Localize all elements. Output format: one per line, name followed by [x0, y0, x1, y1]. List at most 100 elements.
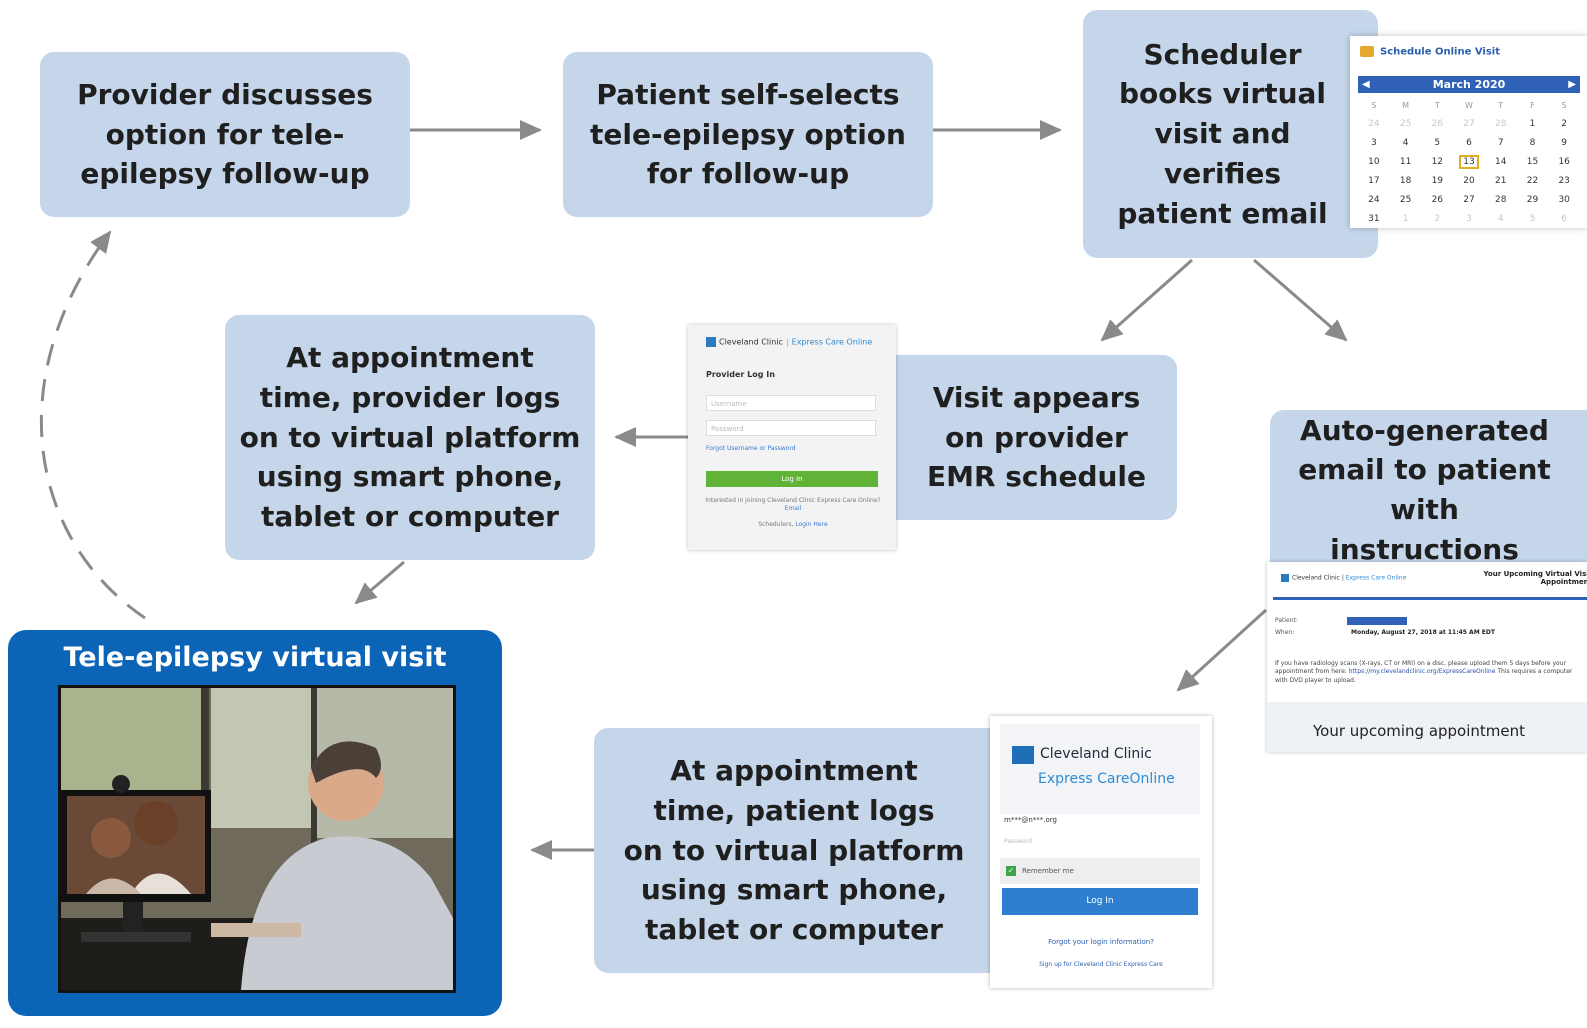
calendar-day[interactable]: 26: [1421, 191, 1453, 210]
calendar-day[interactable]: 6: [1453, 134, 1485, 153]
step-text-line: At appointment: [286, 341, 534, 375]
calendar-weekday: W: [1465, 101, 1473, 110]
calendar-day[interactable]: 28: [1485, 191, 1517, 210]
calendar-day[interactable]: 9: [1548, 134, 1580, 153]
calendar-day[interactable]: 20: [1453, 172, 1485, 191]
calendar-day-number: 23: [1558, 176, 1570, 186]
calendar-day[interactable]: 12: [1421, 153, 1453, 172]
calendar-day[interactable]: 22: [1517, 172, 1549, 191]
calendar-day[interactable]: 5: [1421, 134, 1453, 153]
calendar-day-number: 3: [1370, 138, 1377, 148]
calendar-day[interactable]: 24: [1358, 191, 1390, 210]
login-button[interactable]: Log In: [1002, 888, 1198, 915]
calendar-day[interactable]: 5: [1517, 210, 1549, 229]
email-brand-sub: Express Care Online: [1345, 574, 1407, 582]
appointment-email: Cleveland Clinic | Express Care Online Y…: [1267, 562, 1587, 752]
calendar-day-number: 24: [1368, 195, 1380, 205]
password-field[interactable]: Password: [1004, 838, 1033, 845]
chevron-left-icon[interactable]: ◀: [1362, 79, 1370, 90]
step-provider-logs-on: At appointment time, provider logs on to…: [225, 315, 595, 560]
username-field[interactable]: Username: [706, 395, 876, 411]
calendar-day-number: 1: [1529, 119, 1536, 129]
checkbox-checked-icon[interactable]: ✓: [1006, 866, 1016, 876]
username-field[interactable]: m***@n***.org: [1004, 816, 1057, 824]
calendar-day-number: 15: [1526, 157, 1539, 167]
calendar-day-selected[interactable]: 13: [1453, 153, 1485, 172]
forgot-link[interactable]: Forgot Username or Password: [706, 445, 796, 452]
calendar-day-number: 6: [1561, 214, 1568, 224]
calendar-day[interactable]: 27: [1453, 115, 1485, 134]
forgot-link[interactable]: Forgot your login information?: [1048, 938, 1154, 946]
cleveland-clinic-logo-icon: [706, 337, 716, 347]
calendar-day[interactable]: 1: [1390, 210, 1422, 229]
step-text-line: books virtual: [1118, 77, 1327, 111]
schedulers-login-link[interactable]: Login Here: [795, 521, 828, 528]
step-visit-appears: Visit appears on provider EMR schedule: [880, 355, 1177, 520]
calendar-day[interactable]: 24: [1358, 115, 1390, 134]
calendar-day[interactable]: 3: [1453, 210, 1485, 229]
patient-login-panel: Cleveland Clinic Express CareOnline m***…: [990, 716, 1212, 988]
calendar-weekday: S: [1371, 101, 1377, 110]
calendar-day-number: 26: [1431, 119, 1444, 129]
when-label: When:: [1275, 629, 1295, 636]
calendar-day[interactable]: 30: [1548, 191, 1580, 210]
step-text-line: At appointment: [670, 754, 918, 788]
password-field[interactable]: Password: [706, 420, 876, 436]
calendar-day[interactable]: 29: [1517, 191, 1549, 210]
email-footer-text: Your upcoming appointment: [1313, 722, 1526, 740]
provider-login-panel: Cleveland Clinic|Express Care Online Pro…: [688, 325, 896, 550]
calendar-day[interactable]: 19: [1421, 172, 1453, 191]
calendar-day[interactable]: 25: [1390, 191, 1422, 210]
calendar-day[interactable]: 16: [1548, 153, 1580, 172]
calendar-day-number: 6: [1466, 138, 1472, 148]
calendar-day[interactable]: 15: [1517, 153, 1549, 172]
calendar-day-number: 24: [1368, 119, 1380, 129]
calendar-day-number: 25: [1399, 195, 1412, 205]
calendar-day[interactable]: 4: [1485, 210, 1517, 229]
calendar-day[interactable]: 7: [1485, 134, 1517, 153]
calendar-day[interactable]: 23: [1548, 172, 1580, 191]
calendar-day[interactable]: 27: [1453, 191, 1485, 210]
calendar-day[interactable]: 4: [1390, 134, 1422, 153]
join-note: Interested in joining Cleveland Clinic E…: [702, 497, 884, 514]
email-body: If you have radiology scans (X-rays, CT …: [1275, 660, 1575, 685]
calendar-day[interactable]: 10: [1358, 153, 1390, 172]
arrow-provider-to-visit: [354, 560, 405, 605]
calendar-day[interactable]: 1: [1517, 115, 1549, 134]
brand-sub: Express CareOnline: [1038, 771, 1175, 787]
login-button[interactable]: Log In: [706, 471, 878, 487]
signup-link[interactable]: Sign up for Cleveland Clinic Express Car…: [1039, 961, 1163, 968]
visit-title: Tele-epilepsy virtual visit: [63, 642, 447, 673]
calendar-day[interactable]: 11: [1390, 153, 1422, 172]
calendar-day[interactable]: 8: [1517, 134, 1549, 153]
calendar-day-number: 27: [1463, 195, 1475, 205]
step-text-line: time, patient logs: [653, 793, 935, 827]
calendar-day[interactable]: 6: [1548, 210, 1580, 229]
calendar-day[interactable]: 21: [1485, 172, 1517, 191]
calendar-day[interactable]: 18: [1390, 172, 1422, 191]
calendar-day[interactable]: 26: [1421, 115, 1453, 134]
step-text-line: using smart phone,: [640, 873, 948, 907]
calendar-day[interactable]: 28: [1485, 115, 1517, 134]
calendar-day-number: 4: [1402, 138, 1409, 148]
calendar-day[interactable]: 2: [1421, 210, 1453, 229]
calendar-day[interactable]: 31: [1358, 210, 1390, 229]
calendar-day-number: 2: [1434, 214, 1441, 224]
email-link[interactable]: Email: [784, 505, 802, 513]
calendar-day[interactable]: 2: [1548, 115, 1580, 134]
virtual-visit-panel: Tele-epilepsy virtual visit: [8, 630, 502, 1016]
remember-me[interactable]: ✓ Remember me: [1000, 858, 1200, 884]
calendar-icon: [1360, 46, 1374, 57]
chevron-right-icon[interactable]: ▶: [1568, 79, 1576, 90]
calendar-day[interactable]: 25: [1390, 115, 1422, 134]
upload-link[interactable]: https://my.clevelandclinic.org/ExpressCa…: [1348, 668, 1496, 676]
calendar-day[interactable]: 17: [1358, 172, 1390, 191]
calendar-day[interactable]: 14: [1485, 153, 1517, 172]
brand-name: Cleveland Clinic: [719, 337, 783, 347]
step-text-line: on provider: [945, 420, 1128, 454]
calendar-day[interactable]: 3: [1358, 134, 1390, 153]
